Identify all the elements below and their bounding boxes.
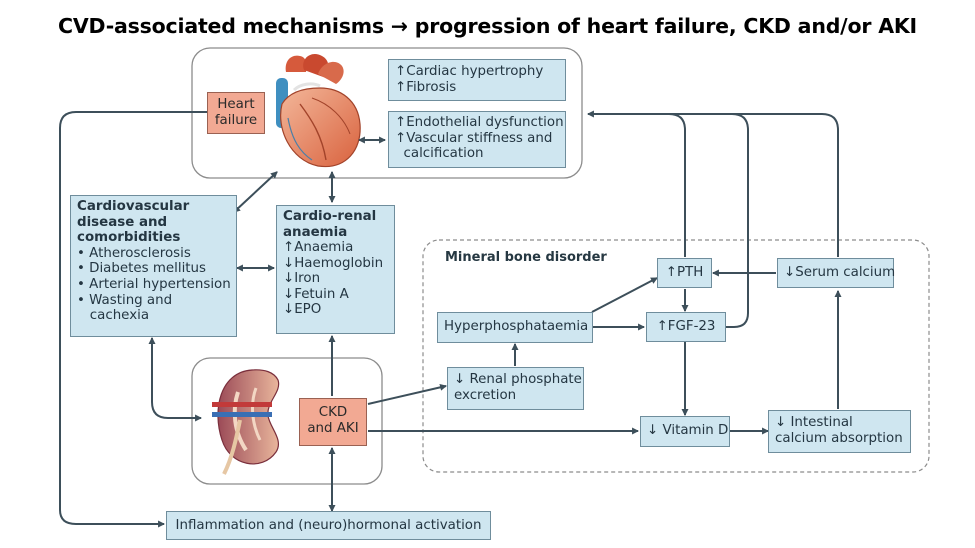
diagram-title: CVD-associated mechanisms → progression … — [58, 14, 917, 38]
renal-phosphate-line-2: excretion — [454, 387, 517, 403]
arrow-hyperphosphataemia-pth — [591, 277, 658, 313]
intestinal-line-1: ↓ Intestinal — [775, 415, 853, 430]
pth-box: ↑PTH — [657, 258, 712, 288]
anaemia-heading-line-1: Cardio-renal — [283, 209, 377, 224]
connector-lines — [59, 110, 842, 528]
serum-calcium-box: ↓Serum calcium — [777, 258, 896, 288]
mineral-bone-disorder-region — [422, 239, 930, 473]
vitamin-d-text: ↓ Vitamin D — [647, 423, 729, 438]
anaemia-item: ↑Anaemia — [283, 240, 354, 255]
fgf23-text: ↑FGF-23 — [656, 319, 716, 334]
heart-illustration-icon — [276, 53, 361, 168]
cvd-heading-line-3: comorbidities — [77, 230, 181, 246]
intestinal-line-2: calcium absorption — [775, 430, 903, 446]
ckd-aki-box: CKD and AKI — [299, 398, 367, 446]
iron-item: ↓Iron — [283, 271, 321, 286]
heart-failure-box: Heart failure — [207, 92, 265, 134]
arrow-heart-cvd — [233, 171, 278, 213]
heart-failure-line-2: failure — [214, 112, 258, 128]
wasting-and: • Wasting and — [77, 292, 173, 308]
serum-calcium-text: ↓Serum calcium — [784, 265, 896, 280]
ckd-aki-line-1: CKD — [318, 405, 348, 420]
epo-item: ↓EPO — [283, 302, 322, 317]
intestinal-calcium-box: ↓ Intestinal calcium absorption — [768, 410, 911, 453]
renal-phosphate-line-1: ↓ Renal phosphate — [454, 372, 582, 387]
fgf23-box: ↑FGF-23 — [646, 312, 726, 342]
vascular-stiffness: ↑Vascular stiffness and — [395, 130, 553, 146]
hyperphosphataemia-text: Hyperphosphataemia — [444, 319, 589, 334]
calcification: calcification — [395, 146, 484, 161]
arrow-heartfailure-inflammation — [59, 111, 207, 528]
anaemia-heading-line-2: anaemia — [283, 224, 348, 240]
inflammation-box: Inflammation and (neuro)hormonal activat… — [166, 511, 491, 540]
arterial-hypertension: • Arterial hypertension — [77, 276, 231, 292]
arrow-fgf23-heart — [590, 113, 749, 328]
hyperphosphataemia-box: Hyperphosphataemia — [437, 312, 593, 343]
cvd-heading-line-1: Cardiovascular — [77, 199, 190, 214]
pth-text: ↑PTH — [665, 265, 704, 280]
atherosclerosis: • Atherosclerosis — [77, 245, 191, 261]
haemoglobin-item: ↓Haemoglobin — [283, 255, 384, 271]
renal-phosphate-excretion-box: ↓ Renal phosphate excretion — [447, 367, 584, 410]
cvd-heading-line-2: disease and — [77, 214, 168, 230]
cachexia: cachexia — [77, 308, 150, 324]
mineral-bone-disorder-label: Mineral bone disorder — [445, 250, 607, 265]
diabetes-mellitus: • Diabetes mellitus — [77, 261, 207, 277]
fibrosis: ↑Fibrosis — [395, 79, 457, 95]
kidney-illustration-icon — [212, 369, 280, 475]
endothelial-dysfunction: ↑Endothelial dysfunction — [395, 115, 564, 130]
cardio-renal-anaemia-box: Cardio-renal anaemia ↑Anaemia ↓Haemoglob… — [276, 205, 395, 334]
vascular-changes-box: ↑Endothelial dysfunction ↑Vascular stiff… — [388, 111, 566, 168]
arrow-ckd-renalphosphate — [367, 383, 448, 405]
arrow-serumcalcium-heart — [590, 113, 839, 257]
cardiac-hypertrophy: ↑Cardiac hypertrophy — [395, 64, 544, 79]
ckd-aki-line-2: and AKI — [307, 420, 359, 436]
arrow-cvd-kidney — [148, 336, 203, 422]
cardiovascular-disease-box: Cardiovascular disease and comorbidities… — [70, 195, 237, 337]
heart-failure-line-1: Heart — [217, 97, 255, 112]
fetuin-a-item: ↓Fetuin A — [283, 286, 349, 302]
arrow-pth-heart — [586, 110, 686, 257]
cardiac-changes-box: ↑Cardiac hypertrophy ↑Fibrosis — [388, 59, 566, 101]
inflammation-text: Inflammation and (neuro)hormonal activat… — [175, 518, 482, 533]
vitamin-d-box: ↓ Vitamin D — [640, 416, 730, 447]
